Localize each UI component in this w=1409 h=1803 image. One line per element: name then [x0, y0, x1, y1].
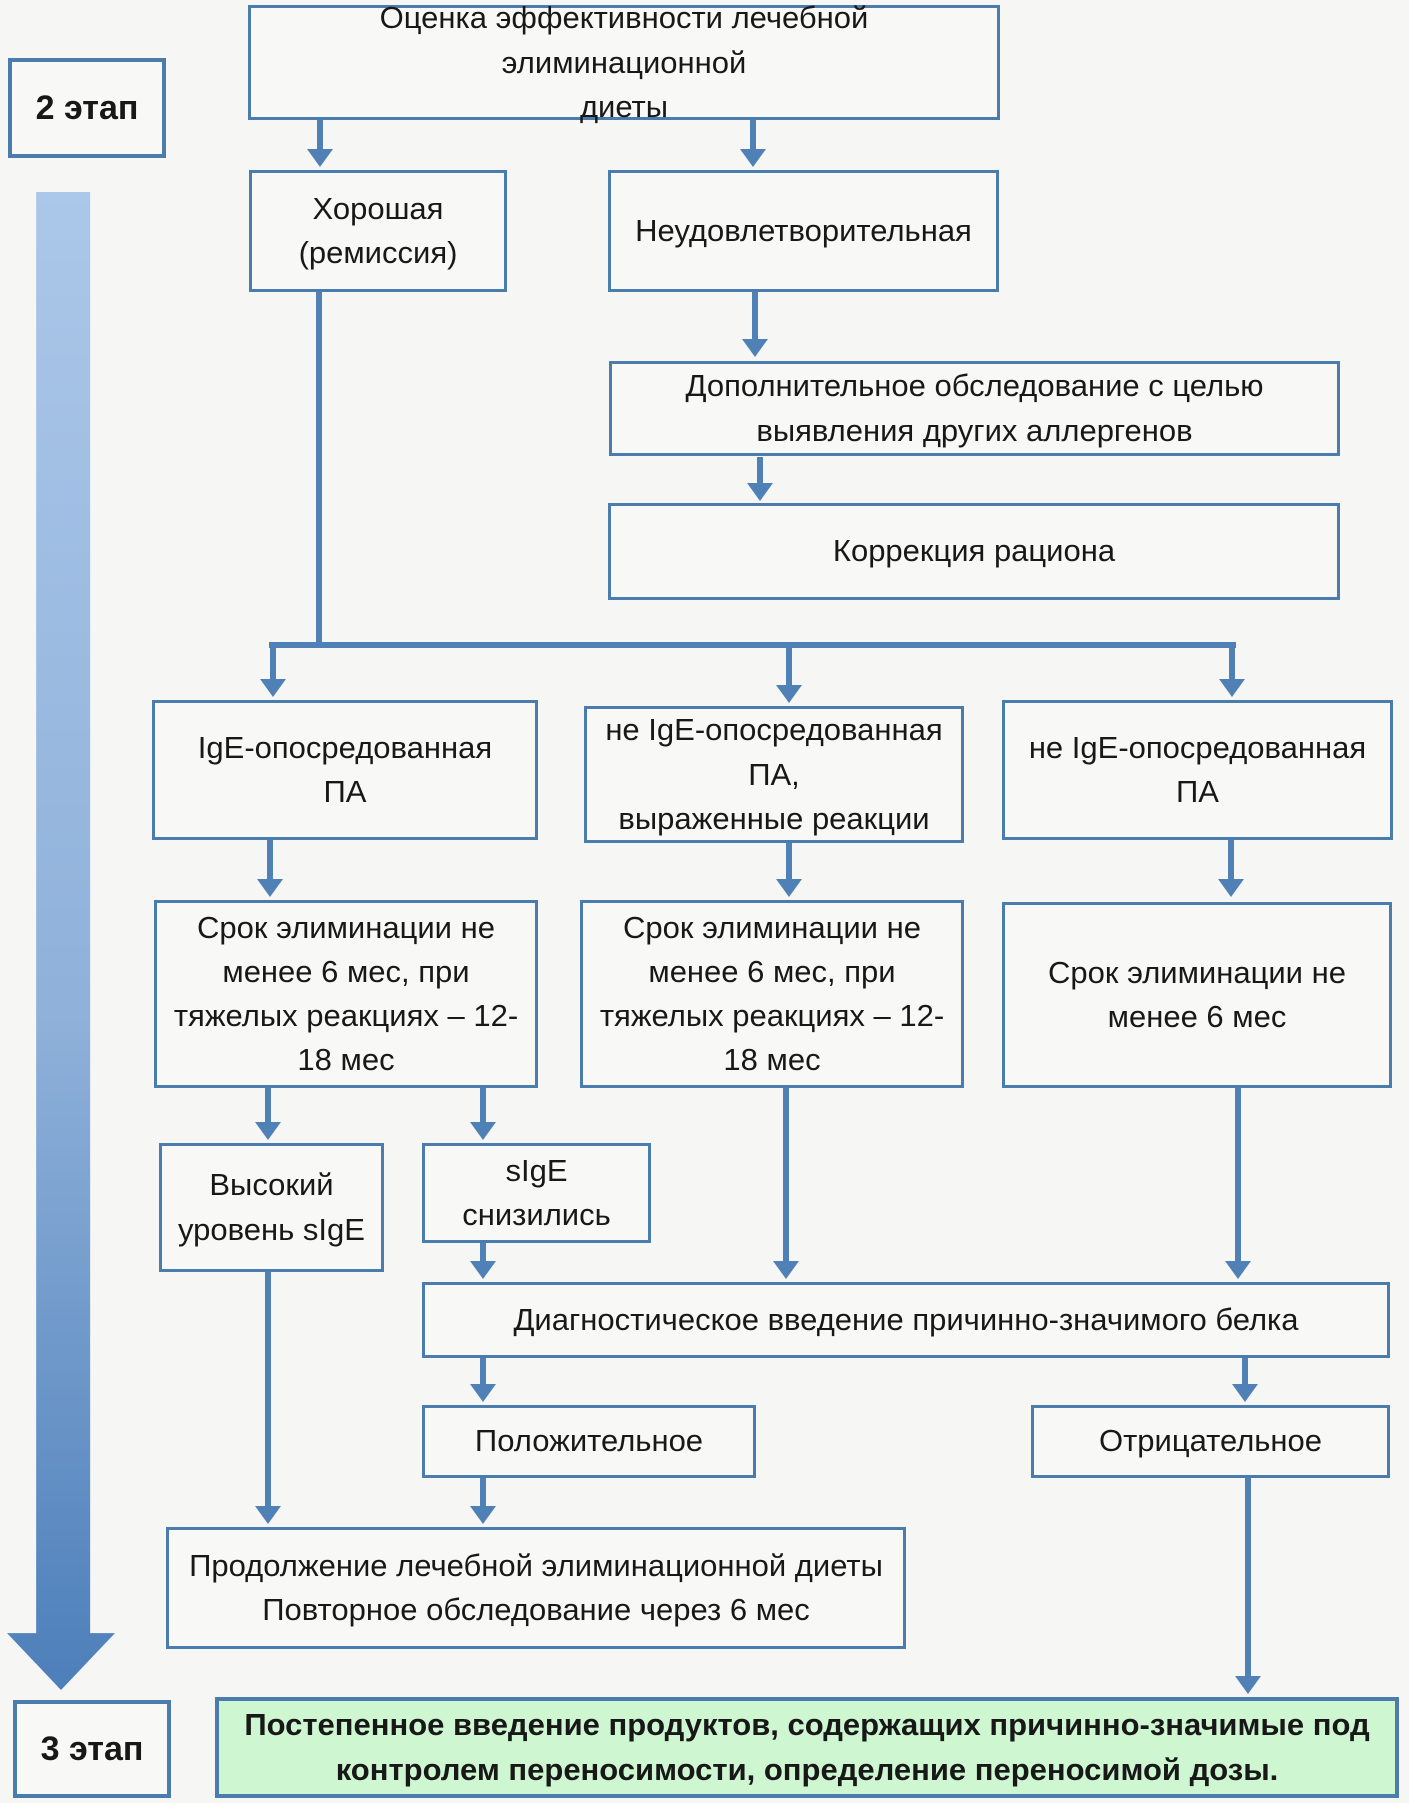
elimination-term-mid-box: Срок элиминации не менее 6 мес, при тяже… — [580, 900, 964, 1088]
flow-arrow — [750, 120, 756, 150]
additional-exam-label: Дополнительное обследование с целью выяв… — [685, 368, 1264, 448]
flow-arrow — [786, 642, 792, 686]
diagnostic-introduction-box: Диагностическое введение причинно-значим… — [422, 1282, 1390, 1358]
flow-arrow — [783, 1088, 789, 1262]
flow-arrow — [752, 292, 758, 340]
negative-result-box: Отрицательное — [1031, 1405, 1390, 1478]
diet-correction-box: Коррекция рациона — [608, 503, 1340, 600]
flow-arrow — [1228, 840, 1234, 880]
stage-2-box: 2 этап — [8, 58, 166, 158]
flow-arrow — [480, 1242, 486, 1262]
flow-arrow — [1245, 1478, 1251, 1677]
flow-connector — [269, 642, 1236, 648]
additional-exam-box: Дополнительное обследование с целью выяв… — [609, 361, 1340, 456]
non-ige-box: не IgE-опосредованная ПА — [1002, 700, 1393, 840]
positive-result-box: Положительное — [422, 1405, 756, 1478]
stage-progress-arrow — [7, 192, 115, 1690]
non-ige-severe-label: не IgE-опосредованная ПА, выраженные реа… — [605, 712, 943, 836]
title-box: Оценка эффективности лечебной элиминацио… — [248, 0, 1000, 124]
ige-mediated-box: IgE-опосредованная ПА — [152, 700, 538, 840]
negative-result-label: Отрицательное — [1098, 1423, 1323, 1459]
elimination-term-right-box: Срок элиминации не менее 6 мес — [1002, 902, 1392, 1088]
flow-arrow — [480, 1358, 486, 1385]
flow-arrow — [480, 1088, 486, 1123]
diagnostic-introduction-label: Диагностическое введение причинно-значим… — [513, 1301, 1299, 1337]
non-ige-label: не IgE-опосредованная ПА — [1028, 729, 1367, 809]
unsatisfactory-result-box: Неудовлетворительная — [608, 170, 999, 292]
continue-diet-box: Продолжение лечебной элиминационной диет… — [166, 1527, 906, 1649]
non-ige-severe-box: не IgE-опосредованная ПА, выраженные реа… — [584, 706, 964, 843]
flow-arrow — [786, 843, 792, 880]
continue-diet-label: Продолжение лечебной элиминационной диет… — [189, 1547, 883, 1627]
elimination-term-right-label: Срок элиминации не менее 6 мес — [1048, 954, 1346, 1034]
flow-arrow — [317, 120, 323, 150]
high-sige-label: Высокий уровень sIgE — [178, 1167, 365, 1247]
good-result-box: Хорошая (ремиссия) — [249, 170, 507, 292]
flow-arrow — [1235, 1088, 1241, 1262]
flow-arrow — [757, 457, 763, 484]
unsatisfactory-result-label: Неудовлетворительная — [635, 212, 972, 248]
gradual-introduction-label: Постепенное введение продуктов, содержащ… — [244, 1707, 1370, 1787]
flow-arrow — [1242, 1358, 1248, 1385]
positive-result-label: Положительное — [474, 1423, 704, 1459]
flow-arrow — [1229, 642, 1235, 680]
sige-decreased-label: sIgE снизились — [462, 1152, 611, 1232]
flow-arrow — [265, 1272, 271, 1507]
stage-3-label: 3 этап — [40, 1729, 144, 1768]
gradual-introduction-box: Постепенное введение продуктов, содержащ… — [215, 1697, 1399, 1798]
elimination-term-left-box: Срок элиминации не менее 6 мес, при тяже… — [154, 900, 538, 1088]
title-box-label: Оценка эффективности лечебной элиминацио… — [379, 0, 869, 124]
flow-arrow — [480, 1478, 486, 1507]
flow-arrow — [265, 1088, 271, 1123]
stage-3-box: 3 этап — [13, 1700, 171, 1798]
elimination-term-mid-label: Срок элиминации не менее 6 мес, при тяже… — [599, 909, 945, 1078]
ige-mediated-label: IgE-опосредованная ПА — [197, 729, 493, 809]
flow-arrow — [267, 840, 273, 880]
flow-line — [316, 292, 322, 645]
good-result-label: Хорошая (ремиссия) — [298, 190, 458, 270]
flow-arrow — [270, 642, 276, 680]
diet-correction-label: Коррекция рациона — [832, 533, 1116, 569]
high-sige-box: Высокий уровень sIgE — [159, 1143, 384, 1272]
elimination-term-left-label: Срок элиминации не менее 6 мес, при тяже… — [173, 909, 519, 1078]
stage-2-label: 2 этап — [35, 88, 139, 127]
sige-decreased-box: sIgE снизились — [422, 1143, 651, 1243]
